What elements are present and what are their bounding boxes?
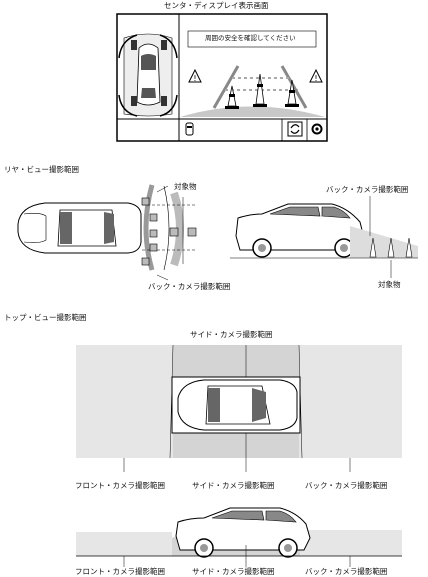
back-camera-label-top: バック・カメラ撮影範囲 [305,481,388,490]
object-label-side: 対象物 [378,280,401,289]
back-camera-label-side: バック・カメラ撮影範囲 [326,185,409,194]
rear-sideview-car [235,203,365,258]
warning-banner: 周囲の安全を確認してください [205,34,296,42]
object-label: 対象物 [174,182,197,191]
top-view-car [177,379,298,431]
svg-text:!: ! [193,74,196,83]
svg-text:!: ! [314,74,317,83]
back-camera-label: バック・カメラ撮影範囲 [148,282,231,291]
warning-icon: ! [188,68,202,83]
front-camera-label-2: フロント・カメラ撮影範囲 [75,567,165,576]
rear-cones [369,237,413,258]
topview-car [121,32,175,117]
camera-switch-icon[interactable] [287,121,303,137]
cone-2 [253,73,267,107]
gear-icon[interactable] [311,123,323,135]
rear-section-heading: リヤ・ビュー撮影範囲 [4,165,79,174]
cone-3 [285,79,299,107]
side-camera-label-2: サイド・カメラ撮影範囲 [192,567,275,576]
front-camera-label: フロント・カメラ撮影範囲 [75,481,165,490]
top-section-heading: トップ・ビュー撮影範囲 [4,313,87,322]
bottom-sideview-car [175,507,311,558]
cone-1 [225,85,239,109]
rear-topview-car [17,202,142,254]
warning-icon-right: ! [309,68,323,83]
display-title: センタ・ディスプレイ表示画面 [164,1,269,10]
side-camera-label: サイド・カメラ撮影範囲 [192,481,275,490]
back-camera-label-2: バック・カメラ撮影範囲 [305,567,388,576]
side-camera-top-label: サイド・カメラ撮影範囲 [190,330,273,339]
warning-banner-box [187,30,317,48]
rear-sensors [141,197,197,266]
car-sensor-icon [185,122,194,136]
